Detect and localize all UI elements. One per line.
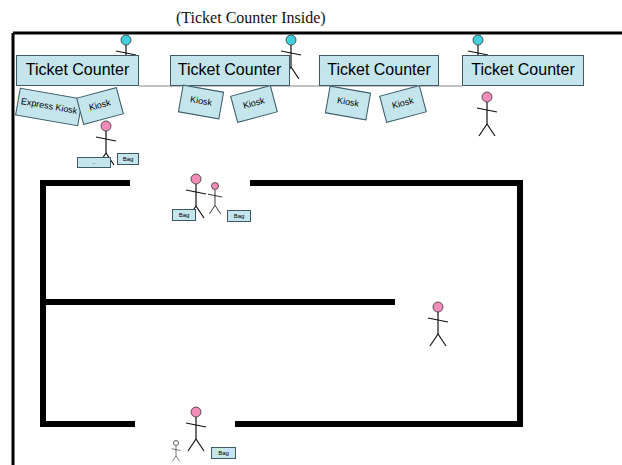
kiosk: Kiosk [230, 85, 278, 123]
node-label: Kiosk [88, 99, 112, 114]
frame-wall [12, 33, 15, 465]
queue-barriers [40, 180, 523, 427]
kiosk: Kiosk [178, 85, 224, 120]
node-label: Bag [123, 156, 134, 162]
ticket-counter: Ticket Counter [16, 55, 139, 86]
node-label: .. [92, 159, 95, 165]
kiosk: Express Kiosk [15, 88, 83, 127]
kiosk: Kiosk [325, 86, 371, 121]
node-label: Ticket Counter [471, 62, 574, 79]
node-label: Kiosk [336, 96, 359, 109]
node-label: Bag [234, 213, 245, 219]
node-label: Bag [179, 212, 190, 218]
node-label: Ticket Counter [178, 62, 281, 79]
ticket-counter: Ticket Counter [170, 55, 290, 86]
node-label: Bag [218, 450, 229, 456]
ticket-counter: Ticket Counter [462, 55, 584, 86]
node-label: Kiosk [391, 97, 415, 112]
node-label: Express Kiosk [20, 97, 78, 116]
diagram-title: (Ticket Counter Inside) [176, 9, 326, 27]
node-label: Kiosk [189, 95, 212, 108]
bag-box: Bag [172, 209, 196, 221]
node-label: Ticket Counter [26, 62, 129, 79]
kiosk: Kiosk [76, 87, 124, 125]
bag-box: Bag [117, 153, 139, 165]
frame-wall [13, 32, 622, 35]
bag-box: .. [77, 157, 111, 168]
ticket-counter: Ticket Counter [319, 55, 439, 86]
bag-box: Bag [211, 447, 236, 459]
bag-box: Bag [227, 210, 251, 222]
node-label: Kiosk [242, 97, 266, 112]
kiosk: Kiosk [379, 85, 427, 123]
passenger-figure [96, 92, 497, 461]
node-label: Ticket Counter [327, 62, 430, 79]
